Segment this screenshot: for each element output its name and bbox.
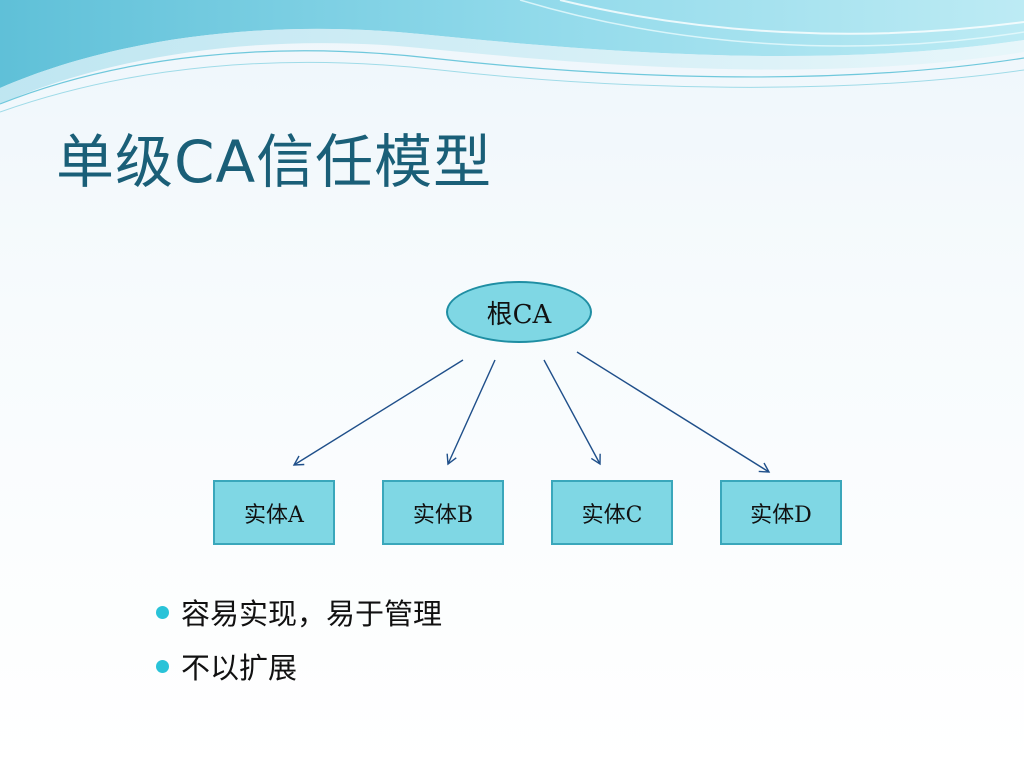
entity-d-node: 实体D <box>720 480 842 545</box>
entity-b-node: 实体B <box>382 480 504 545</box>
entity-a-node: 实体A <box>213 480 335 545</box>
bullet-text: 不以扩展 <box>181 651 298 685</box>
bullet-list: 容易实现，易于管理 不以扩展 <box>156 585 442 693</box>
entity-c-node: 实体C <box>551 480 673 545</box>
bullet-dot-icon <box>156 605 169 619</box>
bullet-dot-icon <box>156 659 169 673</box>
slide-title: 单级CA信任模型 <box>56 128 493 196</box>
arrow-root-to-entity-d <box>576 351 771 473</box>
bullet-item: 容易实现，易于管理 <box>156 585 442 639</box>
entity-d-label: 实体D <box>750 502 812 528</box>
root-ca-label: 根CA <box>486 299 552 330</box>
entity-c-label: 实体C <box>581 502 643 528</box>
arrow-root-to-entity-b <box>446 359 496 466</box>
entity-a-label: 实体A <box>244 502 304 528</box>
bullet-text: 容易实现，易于管理 <box>181 597 443 631</box>
entity-b-label: 实体B <box>412 502 474 528</box>
bullet-item: 不以扩展 <box>156 639 442 693</box>
header-wave-decoration <box>0 0 1024 113</box>
arrow-root-to-entity-a <box>292 359 464 466</box>
root-ca-node: 根CA <box>446 281 592 343</box>
arrow-root-to-entity-c <box>543 359 601 466</box>
